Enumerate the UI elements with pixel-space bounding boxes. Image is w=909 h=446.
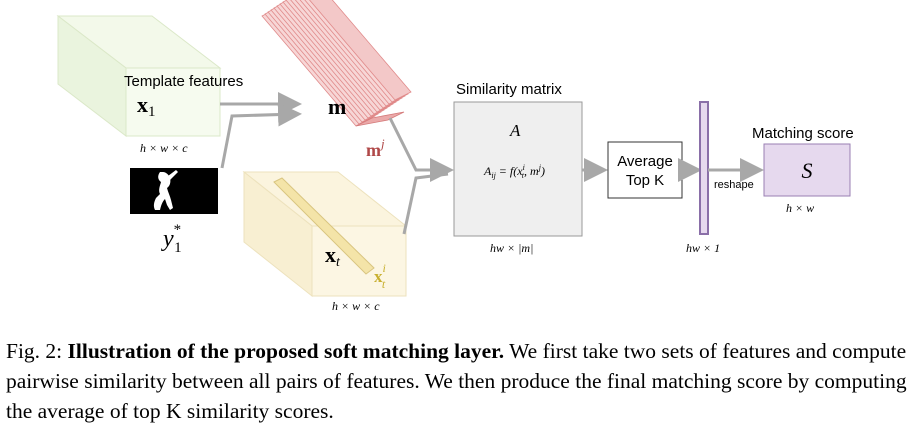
- similarity-matrix-box: [453, 101, 583, 237]
- S-dims: h × w: [786, 201, 814, 215]
- average-topk-box: [607, 141, 683, 199]
- arrows-to-similarity: [388, 117, 454, 235]
- template-features-label: Template features: [124, 73, 243, 90]
- caption-bold: Illustration of the proposed soft matchi…: [67, 339, 505, 363]
- hw1-vector: [699, 101, 709, 235]
- caption-text: We first take two sets of features and c…: [6, 339, 907, 423]
- m-feature-stack: [261, 0, 412, 127]
- xt-label: xt: [325, 242, 341, 270]
- figure-caption: Fig. 2: Illustration of the proposed sof…: [0, 336, 909, 426]
- m-slice: [309, 0, 412, 101]
- A-label: A: [509, 121, 521, 140]
- similarity-matrix-title: Similarity matrix: [456, 81, 562, 98]
- x1-dims: h × w × c: [140, 141, 188, 155]
- xt-dims: h × w × c: [332, 299, 380, 313]
- y1-label: y*1: [161, 222, 182, 256]
- reshape-label: reshape: [714, 179, 754, 191]
- A-dims: hw × |m|: [490, 241, 533, 255]
- arrows-to-m: [220, 92, 302, 169]
- m-label: m: [328, 94, 346, 119]
- soft-matching-diagram: Template features x1 h × w × c y*1 m mj …: [56, 0, 854, 313]
- x1-label: x1: [137, 92, 156, 120]
- matching-score-title: Matching score: [752, 125, 854, 142]
- mask-image: [130, 168, 218, 214]
- S-label: S: [802, 158, 813, 183]
- vector-dims: hw × 1: [686, 241, 720, 255]
- m-slice-end: [355, 111, 405, 127]
- avg-label-line1: Average: [617, 153, 673, 170]
- template-features-box: [56, 14, 222, 138]
- avg-label-line2: Top K: [626, 172, 664, 189]
- mj-label: mj: [366, 136, 385, 160]
- matching-score-box: [763, 143, 851, 197]
- xt-features-box: [242, 170, 408, 298]
- caption-prefix: Fig. 2:: [6, 339, 68, 363]
